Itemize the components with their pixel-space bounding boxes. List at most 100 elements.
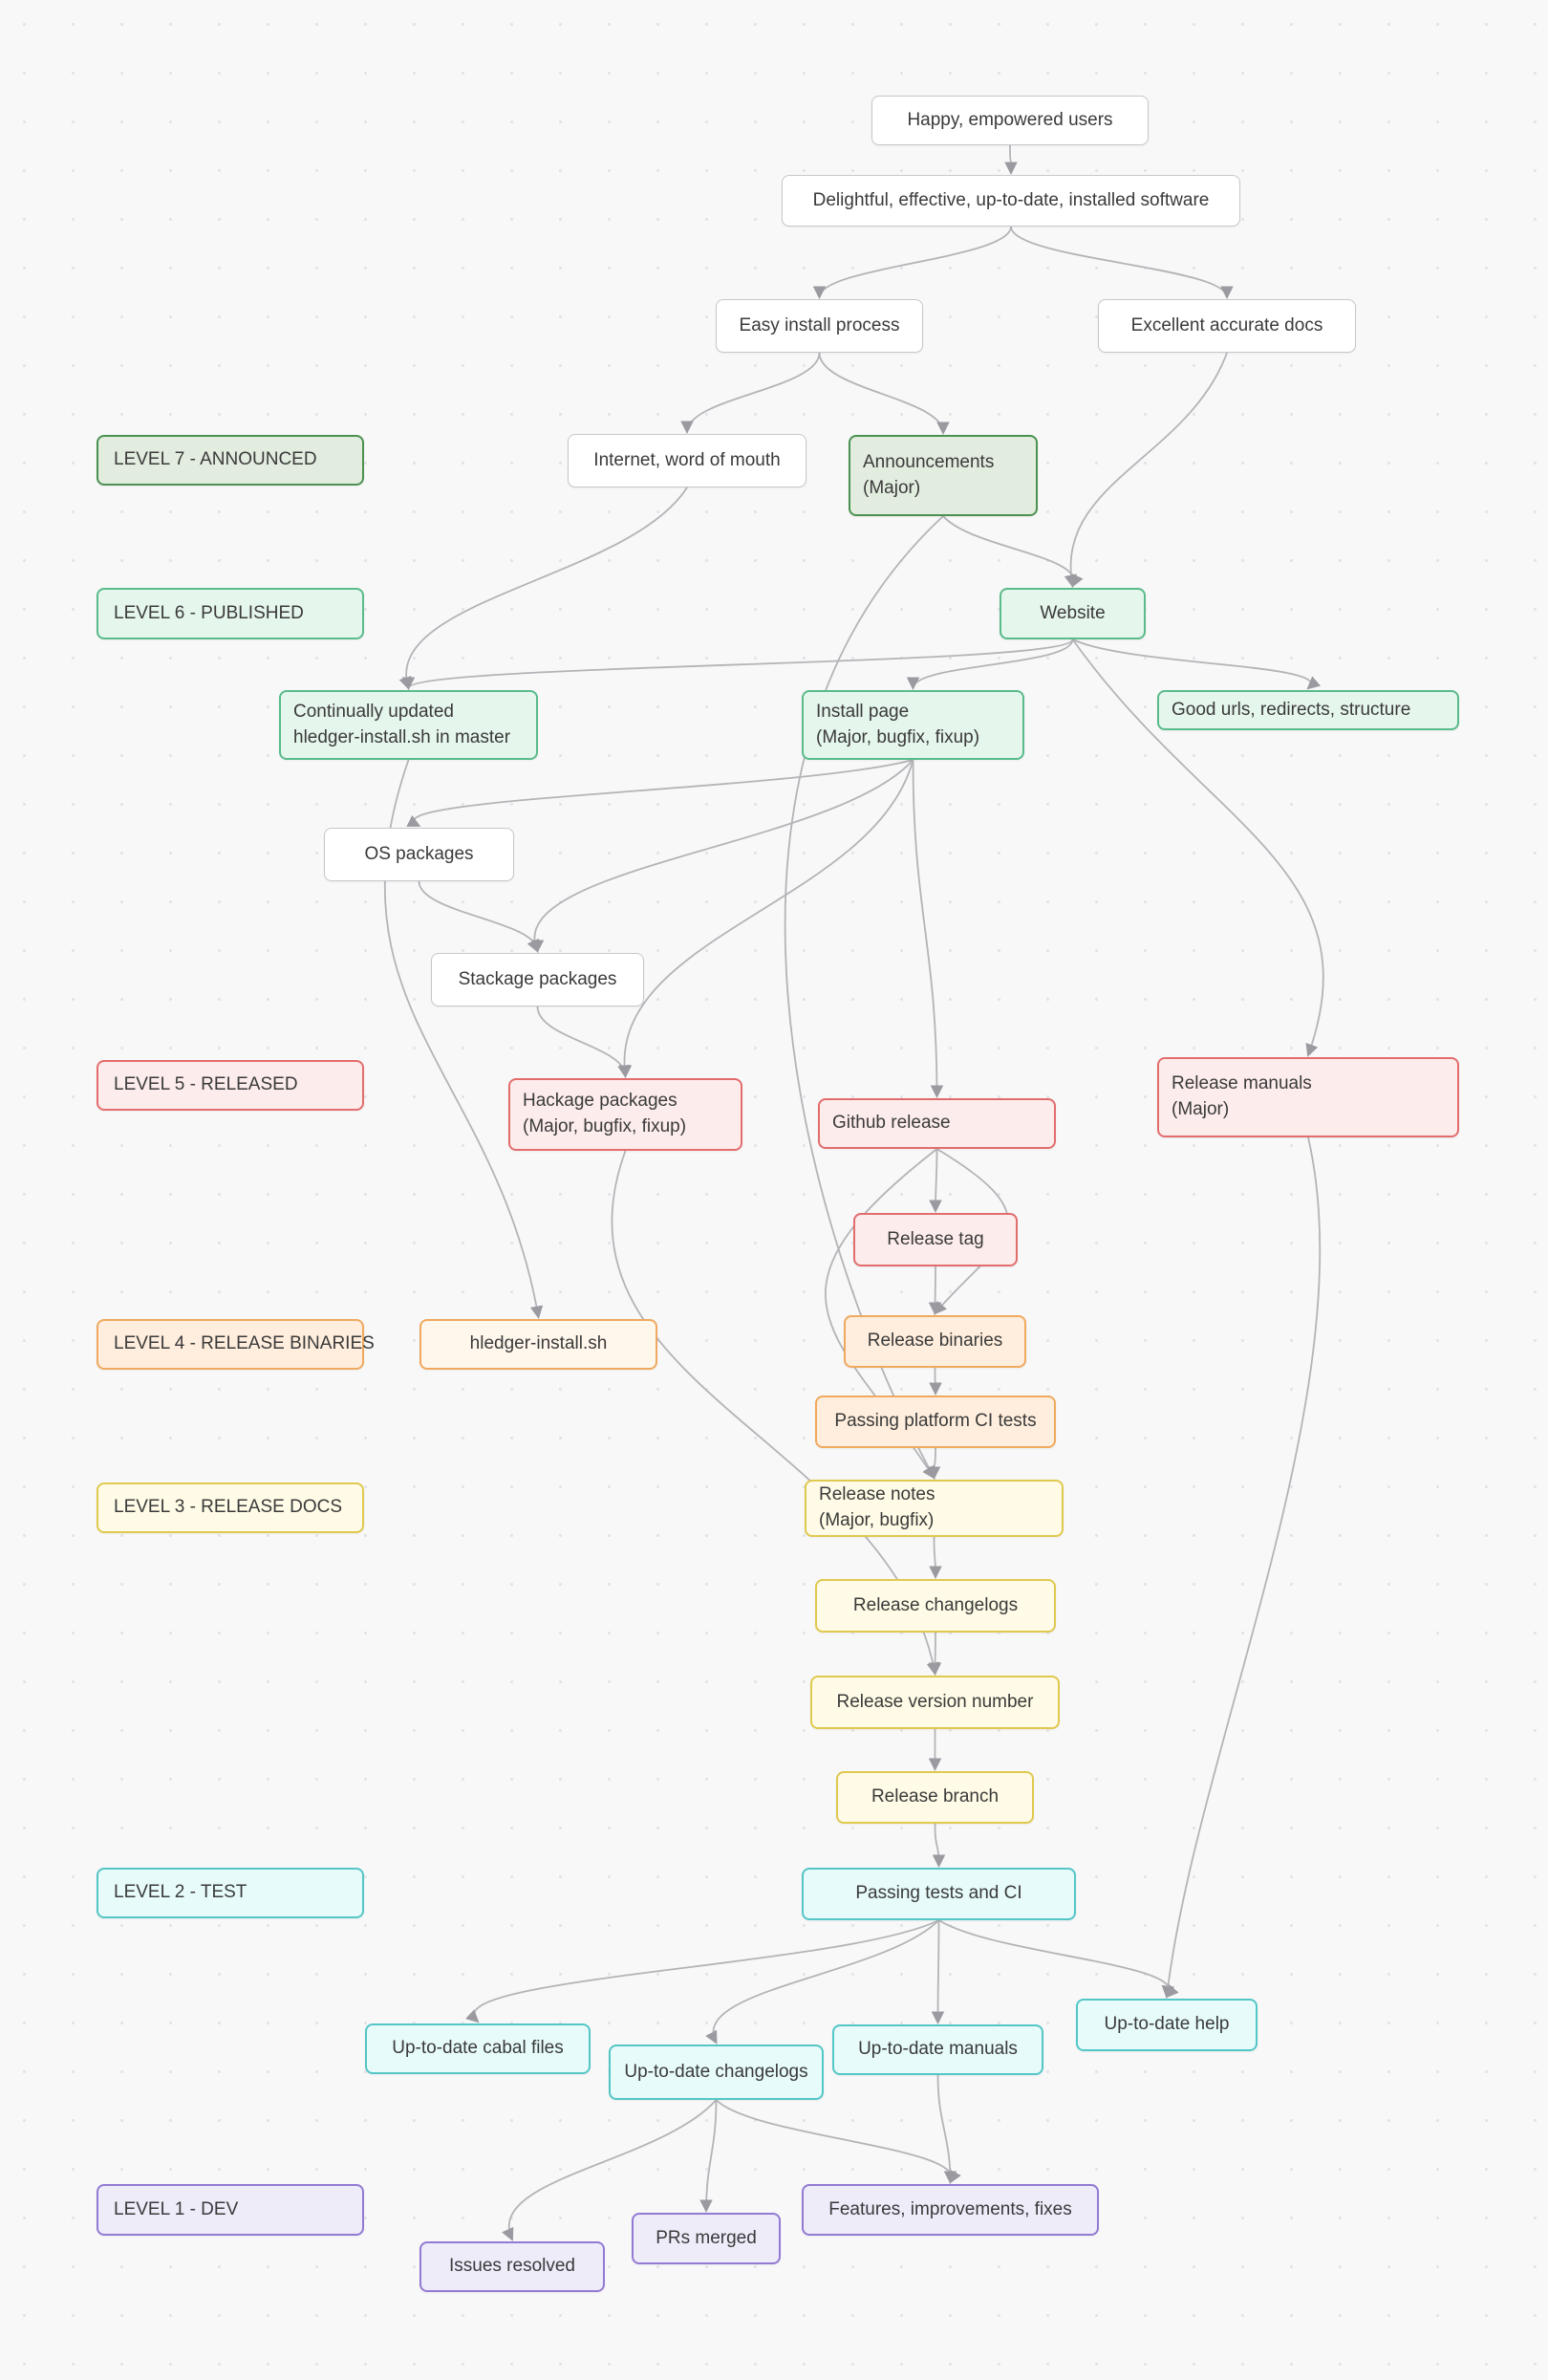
node-release-notes: Release notes (Major, bugfix)	[805, 1480, 1064, 1537]
edge-up-to-date-manuals-to-features	[936, 2074, 957, 2185]
node-label: (Major, bugfix, fixup)	[816, 726, 980, 747]
node-label: Easy install process	[739, 314, 900, 335]
edge-website-to-good-urls	[1072, 638, 1322, 690]
node-up-to-date-help: Up-to-date help	[1076, 1999, 1258, 2051]
level-label-level5: LEVEL 5 - RELEASED	[97, 1060, 364, 1111]
node-label: Release manuals	[1172, 1073, 1312, 1094]
edge-excellent-docs-to-website	[1064, 352, 1228, 588]
edge-install-page-to-stackage	[527, 759, 914, 953]
edge-release-notes-to-release-changelogs	[929, 1536, 942, 1580]
edge-stackage-to-hackage	[536, 1006, 633, 1079]
node-label: Excellent accurate docs	[1130, 314, 1323, 335]
node-good-urls: Good urls, redirects, structure	[1157, 690, 1459, 730]
edge-github-release-to-release-tag	[929, 1148, 942, 1214]
node-cabal-files: Up-to-date cabal files	[365, 2023, 591, 2074]
node-release-changelogs: Release changelogs	[815, 1579, 1056, 1633]
node-label: Good urls, redirects, structure	[1172, 699, 1411, 720]
node-release-binaries: Release binaries	[844, 1315, 1026, 1368]
node-excellent-docs: Excellent accurate docs	[1098, 299, 1356, 353]
level-label-level1: LEVEL 1 - DEV	[97, 2184, 364, 2236]
node-label: LEVEL 7 - ANNOUNCED	[114, 449, 317, 470]
level-label-level6: LEVEL 6 - PUBLISHED	[97, 588, 364, 639]
node-passing-tests: Passing tests and CI	[802, 1868, 1076, 1920]
edge-up-to-date-changelogs-to-features	[715, 2099, 961, 2184]
node-label: Release changelogs	[852, 1594, 1019, 1615]
edge-release-binaries-to-platform-ci	[929, 1367, 942, 1396]
level-label-level3: LEVEL 3 - RELEASE DOCS	[97, 1482, 364, 1533]
edge-internet-word-to-continually-updated	[398, 487, 688, 690]
node-label: OS packages	[364, 843, 474, 864]
edge-install-page-to-os-packages	[406, 759, 914, 827]
node-features: Features, improvements, fixes	[802, 2184, 1099, 2236]
node-delightful: Delightful, effective, up-to-date, insta…	[782, 175, 1240, 227]
level-label-level4: LEVEL 4 - RELEASE BINARIES	[97, 1319, 375, 1370]
node-label: LEVEL 5 - RELEASED	[114, 1074, 298, 1095]
node-label: Github release	[832, 1113, 951, 1134]
level-label-level7: LEVEL 7 - ANNOUNCED	[97, 435, 364, 486]
node-label: Announcements	[863, 451, 995, 472]
node-label: Release branch	[871, 1786, 1000, 1807]
node-internet-word: Internet, word of mouth	[568, 434, 806, 487]
node-label: Up-to-date help	[1104, 2014, 1230, 2035]
node-label: Up-to-date changelogs	[624, 2061, 808, 2082]
node-label: LEVEL 6 - PUBLISHED	[114, 602, 304, 623]
node-website: Website	[1000, 588, 1146, 639]
edge-delightful-to-easy-install	[812, 226, 1012, 300]
node-label: Release notes	[819, 1484, 935, 1505]
node-label: Delightful, effective, up-to-date, insta…	[812, 189, 1210, 210]
edge-release-manuals-to-up-to-date-help	[1161, 1136, 1322, 2000]
node-label: (Major)	[1172, 1099, 1230, 1119]
node-release-manuals: Release manuals (Major)	[1157, 1057, 1459, 1137]
node-label: LEVEL 1 - DEV	[114, 2198, 239, 2219]
node-announcements: Announcements(Major)	[849, 435, 1038, 516]
node-label: (Major, bugfix)	[819, 1510, 935, 1530]
edge-platform-ci-to-release-notes	[927, 1447, 941, 1481]
edge-easy-install-to-internet-word	[680, 352, 821, 435]
node-release-tag: Release tag	[853, 1213, 1018, 1266]
node-up-to-date-manuals: Up-to-date manuals	[832, 2024, 1043, 2075]
edge-release-tag-to-release-binaries	[928, 1266, 942, 1316]
node-label: Release binaries	[867, 1331, 1003, 1352]
node-label: Up-to-date cabal files	[392, 2038, 564, 2059]
node-hackage: Hackage packages(Major, bugfix, fixup)	[508, 1078, 742, 1151]
level-label-level2: LEVEL 2 - TEST	[97, 1868, 364, 1918]
edge-release-changelogs-to-release-version	[928, 1632, 942, 1677]
node-label: Website	[1040, 602, 1106, 623]
edge-os-packages-to-stackage	[418, 880, 545, 954]
node-install-page: Install page(Major, bugfix, fixup)	[802, 690, 1024, 760]
node-label: Happy, empowered users	[907, 109, 1113, 130]
node-label: LEVEL 3 - RELEASE DOCS	[114, 1497, 343, 1518]
node-prs-merged: PRs merged	[632, 2213, 781, 2264]
node-label: LEVEL 4 - RELEASE BINARIES	[114, 1333, 375, 1354]
node-label: LEVEL 2 - TEST	[114, 1882, 247, 1903]
node-label: Passing platform CI tests	[834, 1411, 1037, 1432]
node-label: Passing tests and CI	[855, 1883, 1022, 1904]
edge-release-branch-to-passing-tests	[932, 1823, 946, 1869]
edge-happy-to-delightful	[1004, 144, 1018, 176]
node-platform-ci: Passing platform CI tests	[815, 1396, 1056, 1448]
node-stackage: Stackage packages	[431, 953, 644, 1006]
node-label: PRs merged	[656, 2227, 757, 2248]
node-hledger-install-sh: hledger-install.sh	[419, 1319, 657, 1370]
edge-website-to-install-page	[906, 638, 1074, 691]
node-continually-updated: Continually updated hledger-install.sh in…	[279, 690, 538, 760]
node-label: Continually updated	[293, 701, 454, 722]
node-label: hledger-install.sh in master	[293, 726, 511, 747]
node-github-release: Github release	[818, 1098, 1056, 1149]
edge-easy-install-to-announcements	[818, 352, 950, 436]
node-label: Issues resolved	[448, 2256, 575, 2277]
edge-install-page-to-github-release	[912, 759, 944, 1099]
node-issues-resolved: Issues resolved	[419, 2241, 605, 2292]
node-easy-install: Easy install process	[716, 299, 923, 353]
node-label: Release tag	[887, 1228, 984, 1249]
edge-website-to-continually-updated	[402, 638, 1074, 691]
node-label: Stackage packages	[458, 968, 617, 989]
node-label: Internet, word of mouth	[593, 449, 781, 470]
node-release-branch: Release branch	[836, 1771, 1034, 1824]
edge-passing-tests-to-up-to-date-manuals	[931, 1919, 945, 2025]
node-happy: Happy, empowered users	[871, 96, 1149, 145]
node-label: Hackage packages	[523, 1091, 677, 1112]
node-label: Features, improvements, fixes	[828, 2198, 1072, 2219]
